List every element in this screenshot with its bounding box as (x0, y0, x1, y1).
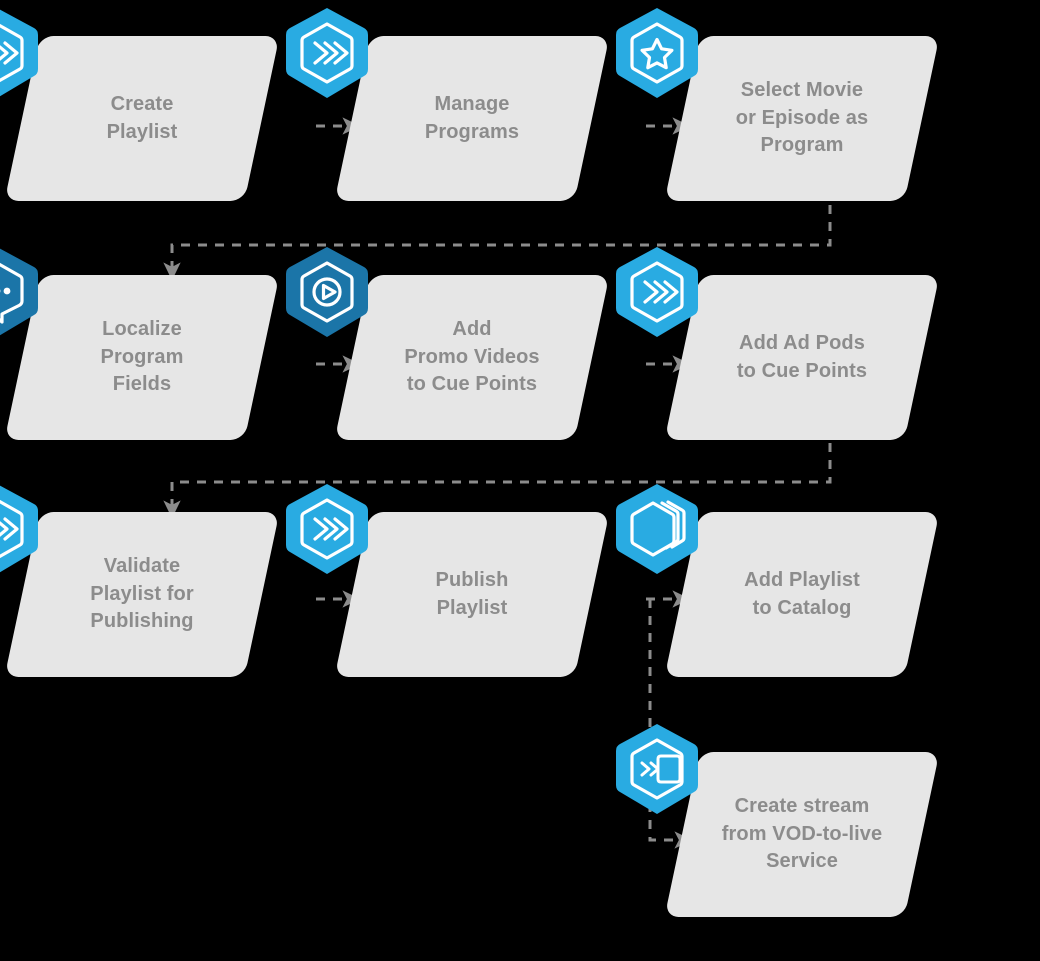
chevrons-hexagon-icon (0, 482, 40, 576)
layers-hexagon-icon (614, 482, 700, 576)
play-hexagon-icon (284, 245, 370, 339)
chevrons-hexagon-icon (614, 245, 700, 339)
connector-select-movie-to-localize (163, 205, 832, 281)
chevrons-hexagon-icon (0, 6, 40, 100)
star-hexagon-icon (614, 6, 700, 100)
live-stream-hexagon-icon (614, 722, 700, 816)
chat-bubble-hexagon-icon (0, 245, 40, 339)
connector-add-adpods-to-validate (163, 443, 832, 519)
chevrons-hexagon-icon (284, 482, 370, 576)
chevrons-hexagon-icon (284, 6, 370, 100)
